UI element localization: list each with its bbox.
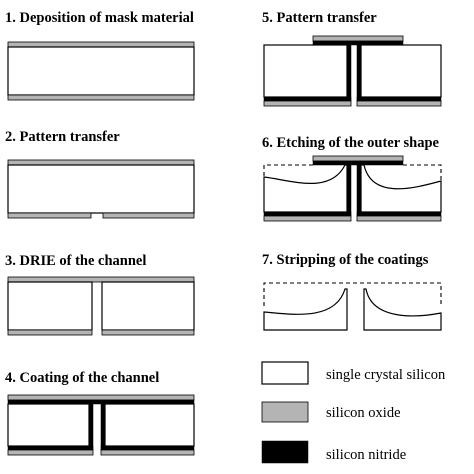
step-5: 5. Pattern transfer (262, 10, 442, 107)
bottom-oxide-right (356, 100, 442, 107)
silicon-right (101, 281, 195, 331)
channel-nitride-right (356, 44, 362, 102)
bottom-nitride-left (263, 96, 352, 102)
step-4-wafer (7, 394, 195, 456)
bottom-oxide-layer (7, 94, 195, 101)
step-6: 6. Etching of the outer shape (262, 135, 442, 222)
bottom-oxide-right (102, 212, 195, 219)
bottom-nitride-right (356, 211, 442, 217)
step-4: 4. Coating of the channel (5, 370, 195, 456)
bottom-oxide-right (101, 329, 195, 336)
silicon-right (360, 44, 442, 98)
step-3-wafer (7, 276, 195, 336)
etched-silicon-right (360, 164, 442, 213)
step-2-wafer (7, 159, 195, 219)
legend-item-nitride: silicon nitride (261, 440, 406, 464)
step-5-wafer (263, 35, 442, 107)
legend-swatch-nitride (261, 440, 309, 464)
step-5-title: 5. Pattern transfer (262, 10, 377, 26)
bottom-nitride-right (100, 445, 195, 451)
bottom-nitride-left (263, 211, 352, 217)
step-1: 1. Deposition of mask material (5, 10, 195, 101)
bottom-oxide-left (7, 212, 92, 219)
bottom-oxide-left (263, 100, 352, 107)
silicon-left (263, 44, 348, 98)
bottom-oxide-left (263, 215, 352, 222)
legend-item-silicon: single crystal silicon (261, 361, 446, 385)
step-6-wafer (263, 155, 442, 222)
removed-outline-left (263, 164, 313, 177)
step-2-title: 2. Pattern transfer (5, 129, 120, 145)
bottom-oxide-left (7, 449, 94, 456)
top-oxide-layer (7, 276, 195, 283)
legend-label-silicon: single crystal silicon (326, 367, 446, 383)
top-oxide-pattern (312, 35, 404, 42)
legend: single crystal silicon silicon oxide sil… (261, 361, 446, 464)
silicon-right (104, 403, 195, 447)
bottom-oxide-left (7, 329, 93, 336)
final-silicon-right (363, 288, 442, 331)
final-silicon-left (263, 288, 348, 331)
top-oxide-pattern (312, 155, 404, 162)
top-oxide-layer (7, 41, 195, 48)
silicon-left (7, 281, 93, 331)
step-3-title: 3. DRIE of the channel (5, 253, 146, 269)
step-3: 3. DRIE of the channel (5, 253, 195, 336)
etched-silicon-left (263, 164, 348, 213)
top-oxide-layer (7, 159, 195, 166)
top-nitride-pattern (312, 160, 404, 166)
step-7: 7. Stripping of the coatings (262, 252, 442, 331)
removed-outline-right (403, 164, 442, 181)
silicon-wafer (7, 46, 195, 96)
legend-label-nitride: silicon nitride (326, 447, 406, 463)
bottom-oxide-right (356, 215, 442, 222)
step-4-title: 4. Coating of the channel (5, 370, 159, 386)
top-nitride-layer (7, 399, 195, 405)
removed-outline (263, 282, 442, 306)
bottom-nitride-left (7, 445, 94, 451)
top-oxide-layer (7, 394, 195, 401)
bottom-oxide-right (100, 449, 195, 456)
silicon-left (7, 403, 90, 447)
legend-item-oxide: silicon oxide (261, 401, 401, 423)
step-7-wafer (263, 282, 442, 331)
legend-label-oxide: silicon oxide (326, 405, 401, 421)
step-1-wafer (7, 41, 195, 101)
step-7-title: 7. Stripping of the coatings (262, 252, 429, 268)
channel-nitride-left (346, 44, 352, 102)
legend-swatch-silicon (261, 361, 309, 385)
step-6-title: 6. Etching of the outer shape (262, 135, 440, 151)
legend-swatch-oxide (261, 401, 309, 423)
channel-nitride-right (356, 164, 362, 217)
bottom-nitride-right (356, 96, 442, 102)
channel-nitride-right (100, 403, 106, 451)
silicon-wafer (7, 164, 195, 214)
channel-nitride-left (346, 164, 352, 217)
step-2: 2. Pattern transfer (5, 129, 195, 219)
channel-nitride-left (88, 403, 94, 451)
step-1-title: 1. Deposition of mask material (5, 10, 194, 26)
